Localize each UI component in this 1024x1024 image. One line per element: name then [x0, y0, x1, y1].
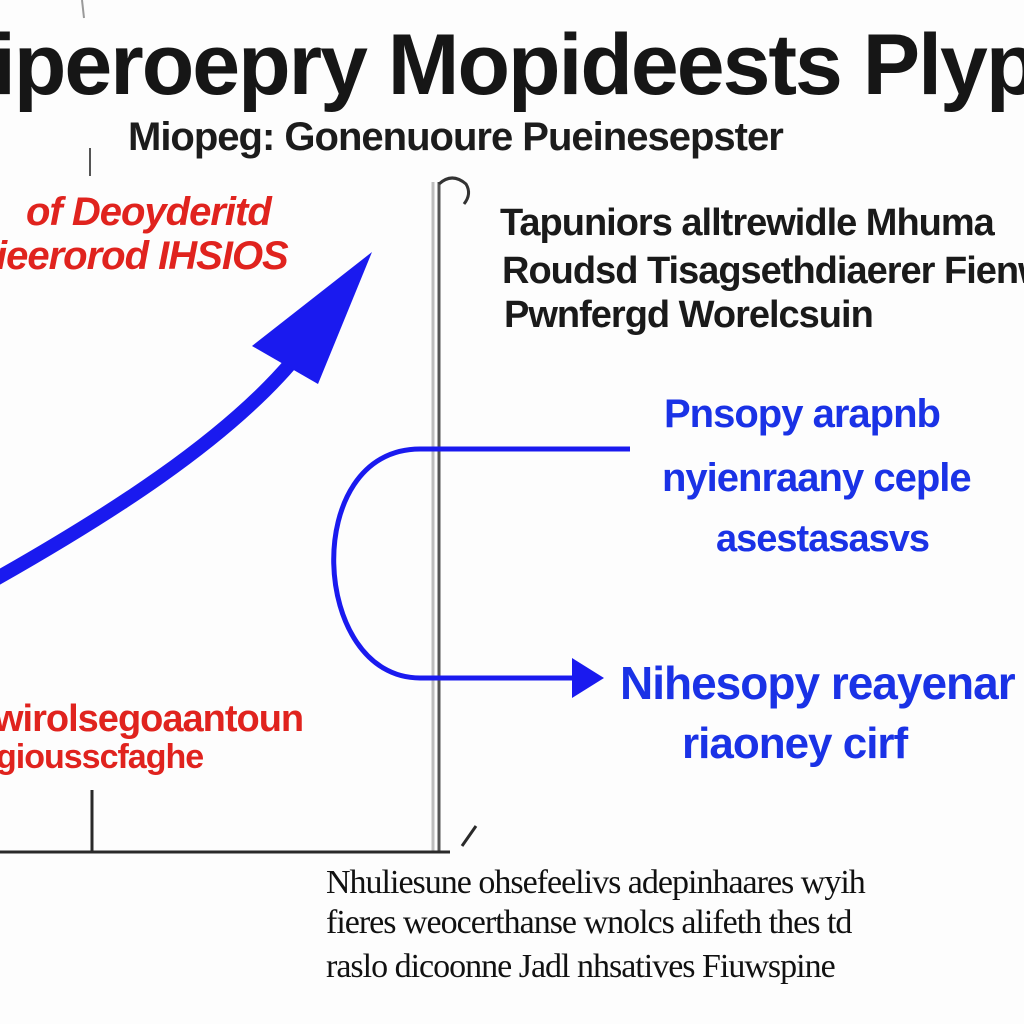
blue-label-upper-line-2: nyienraany ceple	[662, 456, 972, 500]
top-tick-mark	[81, 0, 85, 19]
baseline-diagonal-tick	[460, 825, 478, 847]
blue-label-lower-line-1: Nihesopy reayenar	[620, 657, 1016, 709]
dark-label-line-3: Pwnfergd Worelcsuin	[504, 294, 874, 336]
footnote-line-1: Nhuliesune ohsefeelivs adepinhaares wyih	[326, 864, 866, 901]
blue-label-upper-line-3: asestasasvs	[716, 518, 930, 560]
loop-arrow-head	[572, 658, 604, 698]
dark-label-line-2: Roudsd Tisagsethdiaerer Fienw	[502, 250, 1024, 292]
red-label-top-line-2: ieerorod IHSIOS	[0, 234, 289, 278]
divider-hook	[437, 176, 471, 205]
footnote-line-3: raslo dicoonne Jadl nhsatives Fiuwspine	[326, 948, 836, 985]
red-label-bottom-line-2: giousscfaghe	[0, 738, 204, 776]
page-title: iperoepry Mopideests Plyphst	[0, 17, 1024, 113]
blue-label-lower-line-2: riaoney cirf	[682, 719, 908, 768]
rising-arrow-head	[252, 252, 372, 384]
page-subtitle: Miopeg: Gonenuoure Pueinesepster	[128, 115, 784, 159]
red-label-bottom-line-1: wirolsegoaantoun	[0, 698, 304, 740]
rising-arrow-shaft	[0, 345, 307, 585]
blue-label-upper-line-1: Pnsopy arapnb	[664, 392, 941, 436]
loop-connector	[331, 446, 630, 681]
dark-label-line-1: Tapuniors alltrewidle Mhuma	[500, 202, 995, 244]
red-label-top-line-1: of Deoyderitd	[26, 190, 272, 234]
footnote-line-2: fieres weocerthanse wnolcs alifeth thes …	[326, 904, 852, 941]
